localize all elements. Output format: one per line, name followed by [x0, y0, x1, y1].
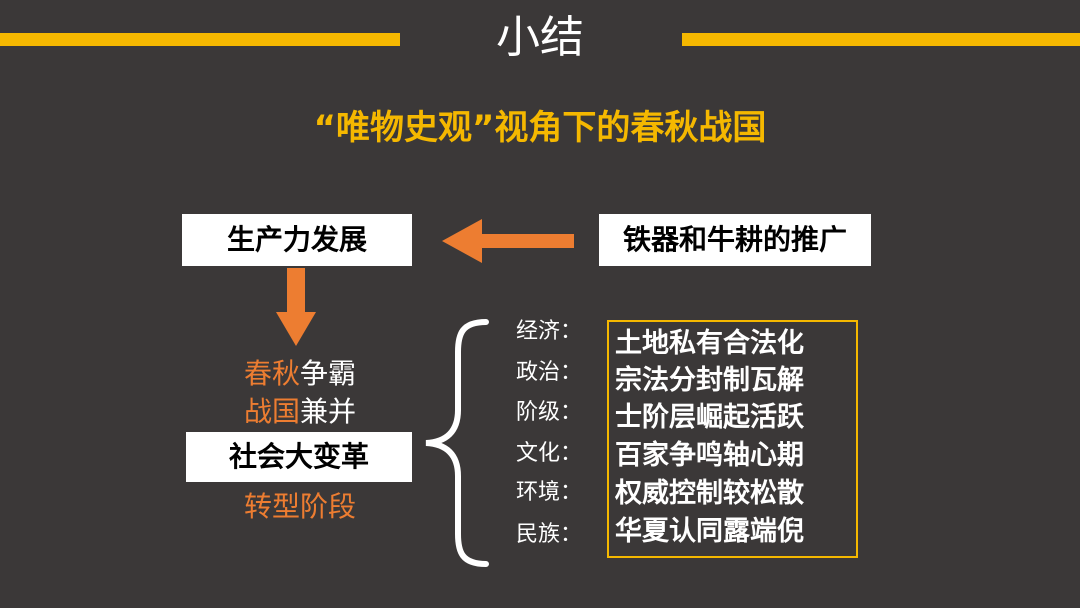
detail-item: 宗法分封制瓦解 [615, 365, 804, 396]
left-arrow-icon [442, 219, 574, 263]
title-bar-left [0, 33, 400, 46]
detail-item: 华夏认同露端倪 [615, 516, 804, 547]
detail-item: 百家争鸣轴心期 [615, 440, 804, 471]
detail-item: 权威控制较松散 [615, 478, 804, 509]
spring-autumn-rest: 争霸 [300, 357, 357, 390]
iron-ox-box: 铁器和牛耕的推广 [599, 214, 871, 266]
category-label: 经济： [516, 319, 583, 344]
detail-item: 土地私有合法化 [615, 328, 804, 359]
title-bar-right [682, 33, 1080, 46]
slide-subtitle: “唯物史观”视角下的春秋战国 [313, 108, 767, 148]
down-arrow-icon [276, 268, 316, 346]
slide-title: 小结 [496, 12, 584, 63]
category-label: 政治： [516, 360, 583, 385]
transition-stage: 转型阶段 [243, 490, 356, 523]
productivity-box: 生产力发展 [182, 214, 412, 266]
category-label: 民族： [516, 522, 583, 547]
category-label: 环境： [516, 480, 583, 505]
detail-item: 士阶层崛起活跃 [615, 402, 804, 433]
category-label: 文化： [516, 441, 583, 466]
spring-autumn-colored: 春秋 [243, 357, 300, 390]
social-reform-box: 社会大变革 [186, 432, 412, 482]
warring-states-line: 战国兼并 [182, 394, 418, 430]
details-box [607, 320, 858, 558]
spring-autumn-line: 春秋争霸 [182, 356, 418, 392]
warring-states-colored: 战国 [243, 395, 300, 428]
category-label: 阶级： [516, 400, 583, 425]
warring-states-rest: 兼并 [300, 395, 357, 428]
curly-brace-icon [425, 319, 489, 567]
